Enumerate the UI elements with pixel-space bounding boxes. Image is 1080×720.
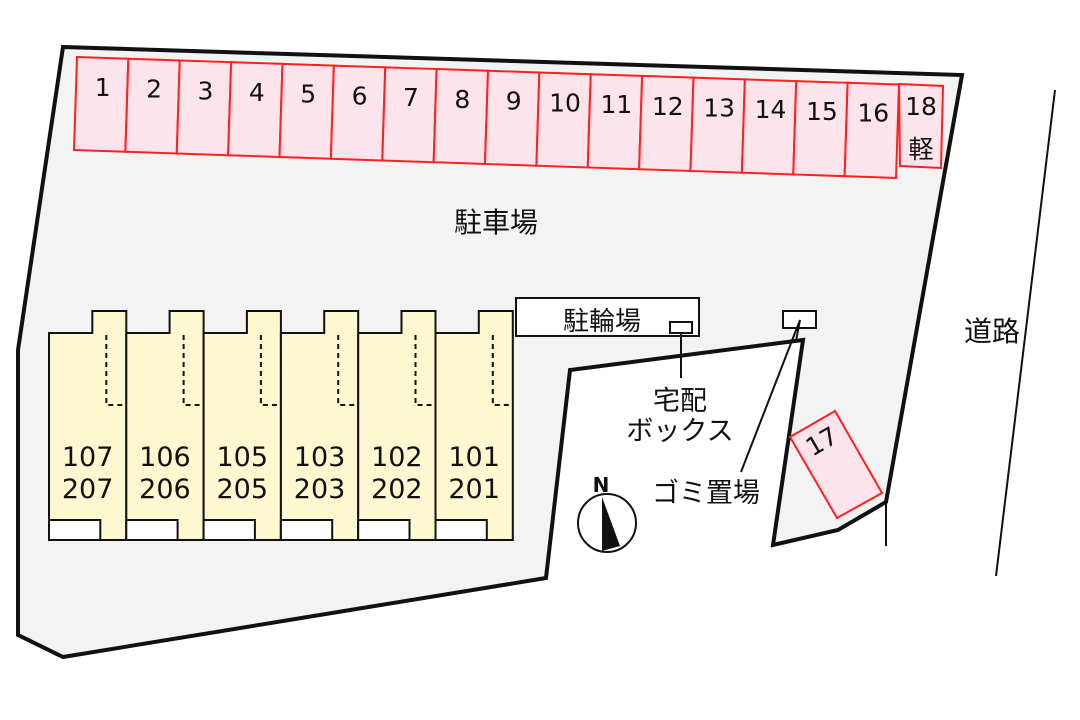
parking-slot-7[interactable]: 7 [381,66,438,164]
entrance-area [202,519,256,541]
parking-slot-5[interactable]: 5 [278,62,335,160]
unit-number-upper: 201 [448,474,500,505]
unit-number-upper: 207 [62,474,114,505]
compass-icon: N [577,473,637,553]
kei-slot-number: 18 [905,92,937,121]
slot-number: 6 [352,81,368,110]
slot-number: 16 [857,99,889,128]
entrance-area [357,519,411,541]
slot-number: 12 [652,92,684,121]
slot-number: 3 [197,76,213,105]
parking-slot-3[interactable]: 3 [175,59,233,157]
parking-lot-label: 駐車場 [454,206,538,239]
unit-number-upper: 206 [139,474,191,505]
bicycle-parking-label: 駐輪場 [563,307,641,337]
parking-slot-10[interactable]: 10 [535,71,592,169]
slot-number: 2 [146,75,162,104]
bicycle-parking [515,297,700,337]
entrance-area [279,519,334,541]
garbage-label: ゴミ置場 [652,478,760,509]
road-edge-line [995,89,1056,577]
slot-number: 1 [95,73,111,102]
unit-number-lower: 105 [216,442,268,473]
delivery-box-label-2: ボックス [626,416,733,447]
parking-slot-2[interactable]: 2 [124,57,181,155]
dashed-line [491,335,510,406]
slot-number: 4 [249,78,265,107]
unit-number-lower: 102 [371,442,423,473]
slot-number: 15 [806,97,838,126]
slot-number: 13 [703,94,735,123]
parking-slot-17[interactable]: 17 [788,409,884,520]
parking-slot-11[interactable]: 11 [586,73,644,171]
slot-number: 9 [506,87,522,116]
garbage-leader-2 [795,319,801,342]
kei-slot[interactable]: 18 軽 [897,82,945,170]
dashed-line [337,335,356,406]
unit-number-upper: 202 [371,474,423,505]
parking-slot-12[interactable]: 12 [638,74,695,172]
parking-slot-13[interactable]: 13 [689,76,746,174]
slot-number: 5 [300,80,316,109]
dashed-line [182,335,201,406]
road-label: 道路 [964,315,1020,348]
unit-number-lower: 107 [62,442,114,473]
garbage-leader [740,319,801,473]
entrance-area [434,519,488,541]
unit-number-lower: 106 [139,442,191,473]
dashed-line [259,335,278,406]
delivery-box [669,321,693,334]
delivery-box-label-1: 宅配 [653,386,707,417]
north-label: N [593,473,610,497]
kei-slot-note: 軽 [908,135,933,164]
unit-number-lower: 103 [294,442,346,473]
entrance-area [125,519,179,541]
dashed-line [105,335,124,406]
parking-slot-4[interactable]: 4 [227,61,284,159]
unit-number-lower: 101 [448,442,500,473]
parking-slot-8[interactable]: 8 [432,68,490,165]
entrance-area [48,519,102,541]
parking-slot-9[interactable]: 9 [483,69,541,167]
unit-number-upper: 203 [294,474,346,505]
slot-number: 11 [601,90,633,119]
parking-slot-14[interactable]: 14 [740,78,798,176]
parking-slot-1[interactable]: 1 [72,55,130,153]
garbage-area [782,310,817,329]
slot-number: 10 [549,88,581,117]
parking-slot-6[interactable]: 6 [329,64,387,162]
dashed-line [414,335,433,406]
slot-number: 14 [755,95,787,124]
parking-slot-16[interactable]: 16 [843,81,901,179]
slot-number: 7 [403,83,419,112]
parking-slot-15[interactable]: 15 [792,80,849,178]
unit-number-upper: 205 [216,474,268,505]
slot-number: 8 [454,85,470,114]
